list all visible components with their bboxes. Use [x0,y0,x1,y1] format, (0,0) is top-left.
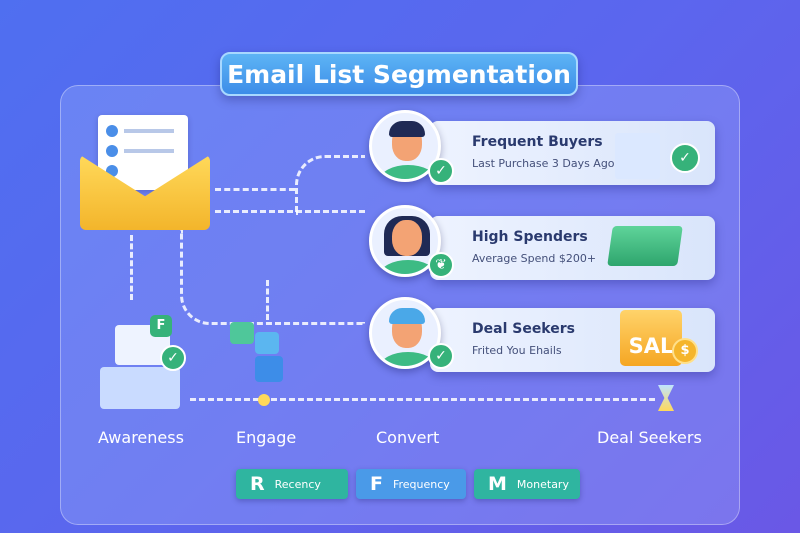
check-icon: ✓ [670,143,700,173]
leaf-icon: ❦ [428,252,454,278]
coin-icon: $ [672,338,698,364]
page-title: Email List Segmentation [220,52,578,96]
segment-card-deal-seekers[interactable]: Deal Seekers Frited You Ehails SAL $ [430,308,715,372]
stage-deal-seekers: Deal Seekers [597,428,702,447]
stage-convert: Convert [376,428,440,447]
flow-line [190,398,655,401]
connector [215,188,295,191]
envelope-icon [80,115,210,230]
check-icon: ✓ [428,343,454,369]
stage-engage: Engage [236,428,297,447]
connector [266,280,269,320]
engage-blocks-icon [230,322,290,406]
cash-stack-icon [607,226,683,266]
mail-stack-icon: ✓ F [100,315,186,410]
segment-card-frequent-buyers[interactable]: Frequent Buyers Last Purchase 3 Days Ago… [430,121,715,185]
shopping-bag-icon [615,133,660,179]
connector [130,235,133,300]
connector [180,230,365,325]
connector [295,155,365,215]
funnel-icon [658,385,674,411]
connector [215,210,365,213]
sale-tag-icon: SAL [620,310,682,366]
stage-awareness: Awareness [98,428,184,447]
avatar-frequent-buyer [369,110,441,182]
check-icon: ✓ [428,158,454,184]
segment-card-high-spenders[interactable]: High Spenders Average Spend $200+ [430,216,715,280]
